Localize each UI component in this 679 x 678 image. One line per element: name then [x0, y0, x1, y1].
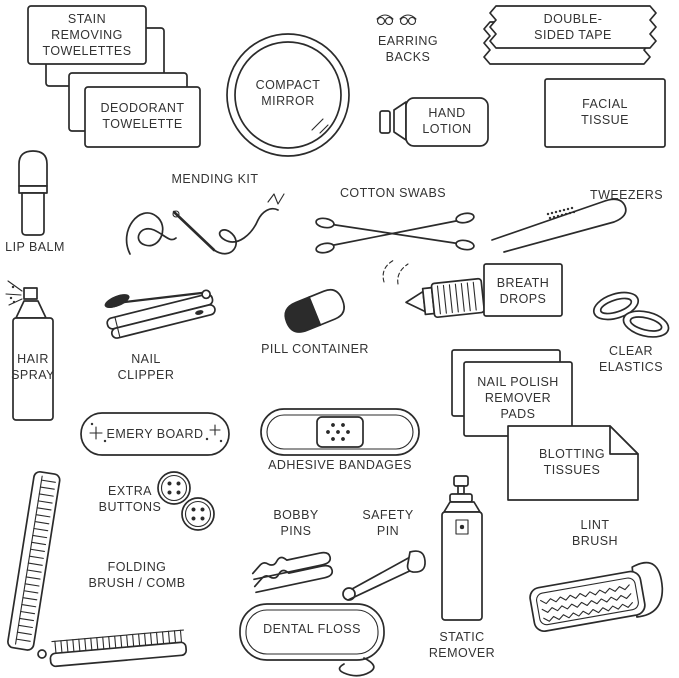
mending-kit-label: MENDING KIT	[171, 172, 259, 186]
dental-floss-icon	[239, 603, 385, 677]
pill-capsule-icon	[284, 288, 345, 333]
bobby-pins-label: BOBBY PINS	[273, 508, 319, 538]
folding-comb-icon	[7, 470, 188, 668]
emery-board-label: EMERY BOARD	[106, 427, 204, 441]
hand-lotion-label: HAND LOTION	[422, 106, 472, 136]
lip-balm-label: LIP BALM	[5, 240, 65, 254]
facial-tissue-label: FACIAL TISSUE	[581, 97, 629, 127]
blotting-sheet-icon	[507, 425, 639, 501]
cotton-swabs-label: COTTON SWABS	[339, 186, 447, 200]
folding-brush-comb-label: FOLDING BRUSH / COMB	[88, 560, 186, 590]
clear-elastics-label: CLEAR ELASTICS	[598, 344, 664, 374]
compact-mirror-icon	[226, 33, 350, 157]
hair-elastics-icon	[592, 291, 670, 338]
static-spray-icon	[441, 475, 483, 621]
earring-backs-icon	[376, 14, 417, 26]
static-remover-label: STATIC REMOVER	[428, 630, 496, 660]
breath-drops-label: BREATH DROPS	[496, 276, 550, 306]
nail-polish-pads-label: NAIL POLISH REMOVER PADS	[477, 375, 559, 421]
double-sided-tape-label: DOUBLE- SIDED TAPE	[534, 12, 612, 42]
blotting-tissues-label: BLOTTING TISSUES	[538, 447, 606, 477]
needle-thread-icon	[125, 193, 285, 255]
compact-mirror-label: COMPACT MIRROR	[255, 78, 321, 108]
hair-spray-label: HAIR SPRAY	[11, 352, 55, 382]
safety-pin-icon	[342, 550, 426, 601]
nail-clipper-icon	[104, 289, 216, 339]
lint-brush-icon	[529, 561, 664, 633]
adhesive-bandages-label: ADHESIVE BANDAGES	[268, 458, 412, 472]
breath-drops-bottle-icon	[382, 259, 563, 319]
facial-tissue-icon	[544, 78, 666, 148]
deodorant-towelette-label: DEODORANT TOWELETTE	[100, 101, 185, 131]
bandage-icon	[260, 408, 420, 456]
lotion-tube-icon	[379, 97, 489, 147]
remover-pads-icon	[451, 349, 573, 437]
buttons-icon	[157, 471, 215, 531]
nail-clipper-label: NAIL CLIPPER	[117, 352, 175, 382]
emery-board-icon	[80, 412, 230, 456]
lint-brush-label: LINT BRUSH	[571, 518, 618, 548]
earring-backs-label: EARRING BACKS	[377, 34, 439, 64]
pill-container-label: PILL CONTAINER	[261, 342, 369, 356]
cotton-swabs-icon	[315, 212, 475, 254]
spray-bottle-icon	[5, 280, 54, 421]
stain-towelettes-label: STAIN REMOVING TOWELETTES	[42, 12, 132, 58]
tweezers-icon	[491, 198, 627, 253]
safety-pin-label: SAFETY PIN	[362, 508, 414, 538]
towelette-packets-icon	[27, 5, 165, 87]
dental-floss-label: DENTAL FLOSS	[263, 622, 361, 636]
extra-buttons-label: EXTRA BUTTONS	[98, 484, 162, 514]
lip-balm-icon	[18, 150, 48, 236]
deodorant-packet-icon	[68, 72, 201, 148]
tape-strips-icon	[483, 5, 657, 65]
tweezers-label: TWEEZERS	[590, 188, 664, 202]
bobby-pins-icon	[249, 546, 335, 594]
